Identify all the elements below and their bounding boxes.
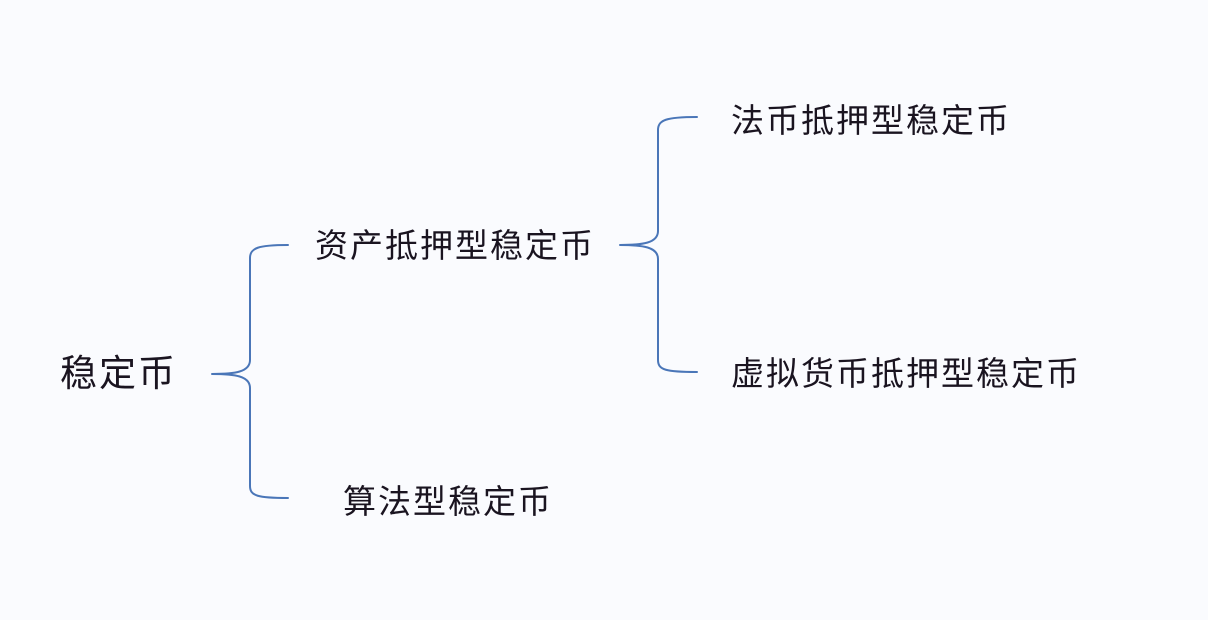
brace-root bbox=[211, 244, 289, 499]
node-crypto-collateralized: 虚拟货币抵押型稳定币 bbox=[731, 354, 1081, 393]
node-fiat-collateralized: 法币抵押型稳定币 bbox=[731, 101, 1011, 140]
node-algorithmic: 算法型稳定币 bbox=[343, 482, 553, 521]
node-asset-collateralized: 资产抵押型稳定币 bbox=[315, 226, 595, 265]
node-stablecoin: 稳定币 bbox=[60, 352, 177, 395]
brace-asset bbox=[619, 116, 698, 373]
